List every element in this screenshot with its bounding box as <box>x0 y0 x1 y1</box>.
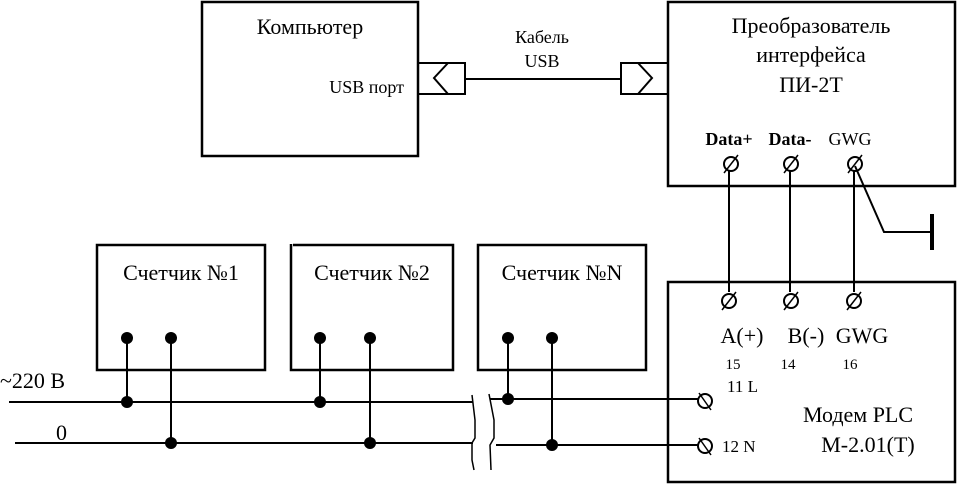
cable-label-line2: USB <box>524 51 559 71</box>
line-break-mark-right <box>488 393 495 471</box>
screw-terminal-a <box>721 291 737 311</box>
meter-2-label: Счетчик №2 <box>314 260 430 285</box>
terminal-label-data-plus: Data+ <box>705 129 752 149</box>
usb-connector-right <box>620 62 668 95</box>
line-break-mark-left <box>471 394 476 471</box>
computer-title: Компьютер <box>257 14 363 39</box>
terminal-label-b: B(-) <box>788 323 825 348</box>
modem-box <box>666 280 957 484</box>
meter-n: Счетчик №N <box>476 243 648 372</box>
neutral-label: 0 <box>56 420 67 445</box>
bus-wires <box>728 165 934 292</box>
terminal-label-gwg-modem: GWG <box>836 323 889 348</box>
converter-title-line1: Преобразователь <box>732 13 891 38</box>
usb-connector-left <box>418 62 466 95</box>
ground-wire <box>854 165 932 233</box>
screw-terminal-data-plus <box>723 154 739 174</box>
terminal-label-11l: 11 L <box>727 377 758 396</box>
converter-title-line2: интерфейса <box>756 42 866 67</box>
converter-title-line3: ПИ-2Т <box>779 72 843 97</box>
meter-1-label: Счетчик №1 <box>123 260 239 285</box>
screw-terminal-11l <box>697 392 713 411</box>
modem-title-line2: М-2.01(Т) <box>821 432 914 457</box>
modem-block: A(+) B(-) GWG 15 14 16 11 L 12 N Модем P… <box>666 280 957 484</box>
terminal-label-gwg: GWG <box>829 129 872 149</box>
modem-title-line1: Модем PLC <box>803 402 913 427</box>
screw-terminal-12n <box>697 437 713 456</box>
terminal-number-14: 14 <box>781 357 797 373</box>
terminal-label-data-minus: Data- <box>769 129 812 149</box>
computer-box <box>200 0 420 158</box>
converter-box <box>666 0 957 188</box>
terminal-label-a: A(+) <box>721 323 764 348</box>
meter-n-label: Счетчик №N <box>502 260 623 285</box>
meter-1-box <box>95 243 267 372</box>
usb-cable: Кабель USB <box>418 27 668 95</box>
phase-label: ~220 В <box>0 368 65 393</box>
terminal-number-16: 16 <box>843 357 859 373</box>
cable-label-line1: Кабель <box>515 27 569 47</box>
computer-block: Компьютер USB порт <box>200 0 420 158</box>
power-lines: ~220 В 0 <box>0 338 698 471</box>
terminal-label-12n: 12 N <box>722 437 756 456</box>
meter-2: Счетчик №2 <box>289 243 455 372</box>
meter-1: Счетчик №1 <box>95 243 267 372</box>
meter-n-box <box>476 243 648 372</box>
screw-terminal-b <box>783 291 799 311</box>
converter-block: Преобразователь интерфейса ПИ-2Т Data+ D… <box>666 0 957 188</box>
terminal-number-15: 15 <box>726 357 741 373</box>
screw-terminal-data-minus <box>783 154 799 174</box>
screw-terminal-gwg <box>847 154 863 174</box>
screw-terminal-gwg-modem <box>846 291 862 311</box>
usb-port-label: USB порт <box>329 77 404 97</box>
